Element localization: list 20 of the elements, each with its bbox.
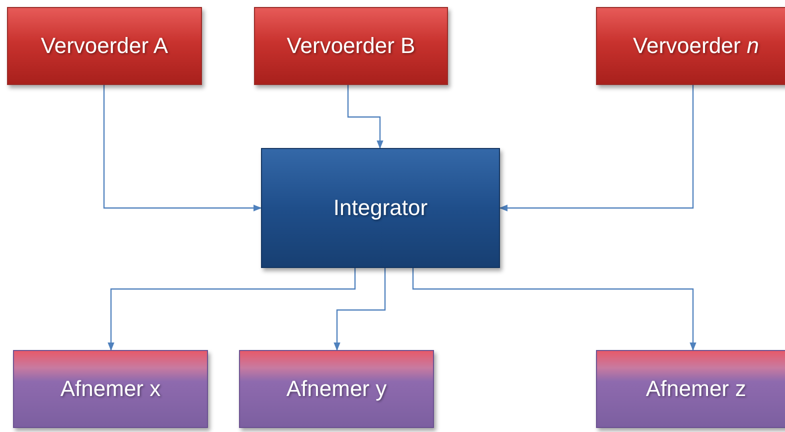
connector-arrow (499, 85, 694, 212)
connector-arrow (108, 268, 356, 351)
connector-arrow (347, 85, 384, 149)
customer-box (13, 350, 208, 428)
box-label: Vervoerder A (40, 33, 168, 59)
box-label: Afnemer z (646, 376, 746, 402)
integrator-box (261, 148, 500, 268)
carrier-box (596, 7, 785, 85)
box-label: Vervoerder B (286, 33, 416, 59)
connector-arrow (412, 268, 696, 351)
box-label: Afnemer x (60, 376, 161, 402)
connector-arrow (103, 85, 262, 212)
box-label: Afnemer y (286, 376, 387, 402)
box-label: Integrator (333, 195, 428, 221)
carrier-box (7, 7, 202, 85)
carrier-box (254, 7, 448, 85)
customer-box (596, 350, 785, 428)
connector-arrow (334, 268, 386, 351)
customer-box (239, 350, 434, 428)
box-label: Vervoerder n (633, 33, 759, 59)
